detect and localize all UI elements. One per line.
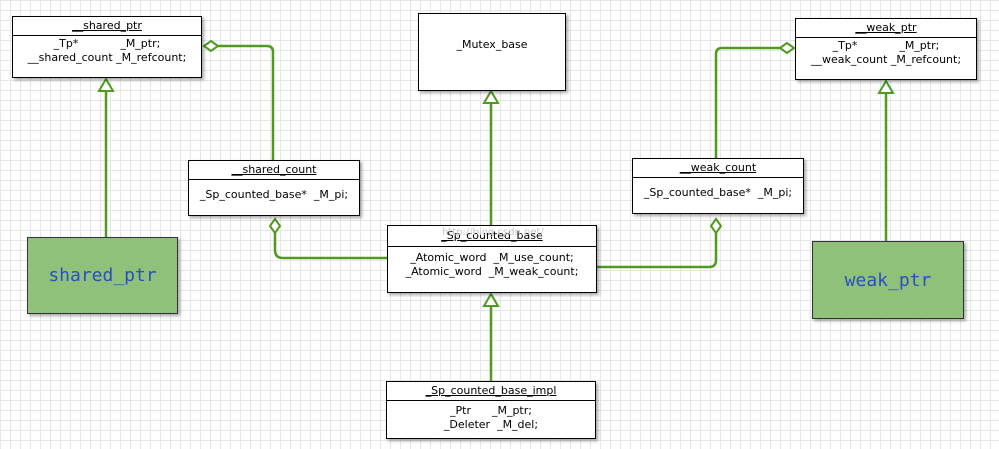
aggregation-diamond-weak-count: [709, 217, 723, 235]
shared-count-fields: _Sp_counted_base* _M_pi;: [189, 180, 359, 203]
sp-counted-base-title: _Sp_counted_base: [388, 226, 596, 247]
shared-ptr-note[interactable]: shared_ptr: [27, 237, 178, 314]
connector-group: [104, 44, 888, 381]
inheritance-arrow-weak-ptr-class: [877, 79, 895, 94]
weak-ptr-note[interactable]: weak_ptr: [812, 241, 964, 319]
sp-counted-base-fields: _Atomic_word _M_use_count; _Atomic_word …: [388, 247, 596, 280]
weak-ptr-class-fields: _Tp* _M_ptr; __weak_count _M_refcount;: [796, 38, 976, 68]
sp-counted-base-impl-fields: _Ptr _M_ptr; _Deleter _M_del;: [387, 401, 595, 433]
class-field: _Tp* _M_ptr;: [832, 39, 940, 52]
class-field: _Ptr _M_ptr;: [450, 404, 532, 417]
watermark: http://blog.csdn.net/: [442, 227, 544, 238]
mutex-base-box[interactable]: _Mutex_base: [418, 13, 566, 91]
weak-ptr-note-label: weak_ptr: [844, 269, 932, 291]
shared-ptr-class-fields: _Tp* _M_ptr; __shared_count _M_refcount;: [13, 36, 201, 66]
sp-counted-base-impl-box[interactable]: _Sp_counted_base_impl _Ptr _M_ptr; _Dele…: [386, 381, 596, 439]
arrowheads: [97, 39, 895, 307]
class-field: _Sp_counted_base* _M_pi;: [643, 186, 793, 199]
shared-ptr-class-box[interactable]: __shared_ptr _Tp* _M_ptr; __shared_count…: [12, 16, 202, 78]
class-field: _Sp_counted_base* _M_pi;: [199, 188, 349, 201]
sp-counted-base-box[interactable]: _Sp_counted_base _Atomic_word _M_use_cou…: [387, 225, 597, 293]
shared-count-title: __shared_count: [189, 161, 359, 180]
sp-counted-base-to-shared-count: [273, 233, 388, 260]
weak-count-title: __weak_count: [633, 159, 803, 178]
aggregation-diamond-weak-ptr-class: [778, 41, 796, 55]
inheritance-arrow-shared-ptr-class: [97, 77, 115, 92]
shared-count-box[interactable]: __shared_count _Sp_counted_base* _M_pi;: [188, 160, 360, 216]
shared-ptr-class-title: __shared_ptr: [13, 17, 201, 36]
class-field: _Atomic_word _M_use_count;: [410, 251, 574, 264]
sp-counted-base-impl-title: _Sp_counted_base_impl: [387, 382, 595, 401]
weak-ptr-class-title: __weak_ptr: [796, 19, 976, 38]
weak-count-box[interactable]: __weak_count _Sp_counted_base* _M_pi;: [632, 158, 804, 214]
class-field: _Deleter _M_del;: [443, 418, 539, 431]
weak-count-to-weak-ptr-class: [714, 46, 780, 158]
aggregation-diamond-shared-count: [268, 217, 282, 235]
shared-ptr-note-label: shared_ptr: [48, 265, 157, 286]
class-field: _Atomic_word _M_weak_count;: [405, 265, 579, 278]
mutex-base-title: _Mutex_base: [456, 38, 528, 51]
class-field: _Tp* _M_ptr;: [53, 37, 161, 50]
class-field: __shared_count _M_refcount;: [27, 51, 187, 64]
shared-count-to-shared-ptr-class: [218, 44, 275, 160]
sp-counted-base-to-weak-count: [597, 233, 718, 269]
weak-ptr-class-box[interactable]: __weak_ptr _Tp* _M_ptr; __weak_count _M_…: [795, 18, 977, 80]
aggregation-diamond-shared-ptr-class: [202, 39, 220, 53]
weak-count-fields: _Sp_counted_base* _M_pi;: [633, 178, 803, 201]
inheritance-arrow-mutex-base: [482, 89, 500, 104]
class-field: __weak_count _M_refcount;: [810, 53, 962, 66]
inheritance-arrow-sp-counted-base: [482, 292, 500, 307]
